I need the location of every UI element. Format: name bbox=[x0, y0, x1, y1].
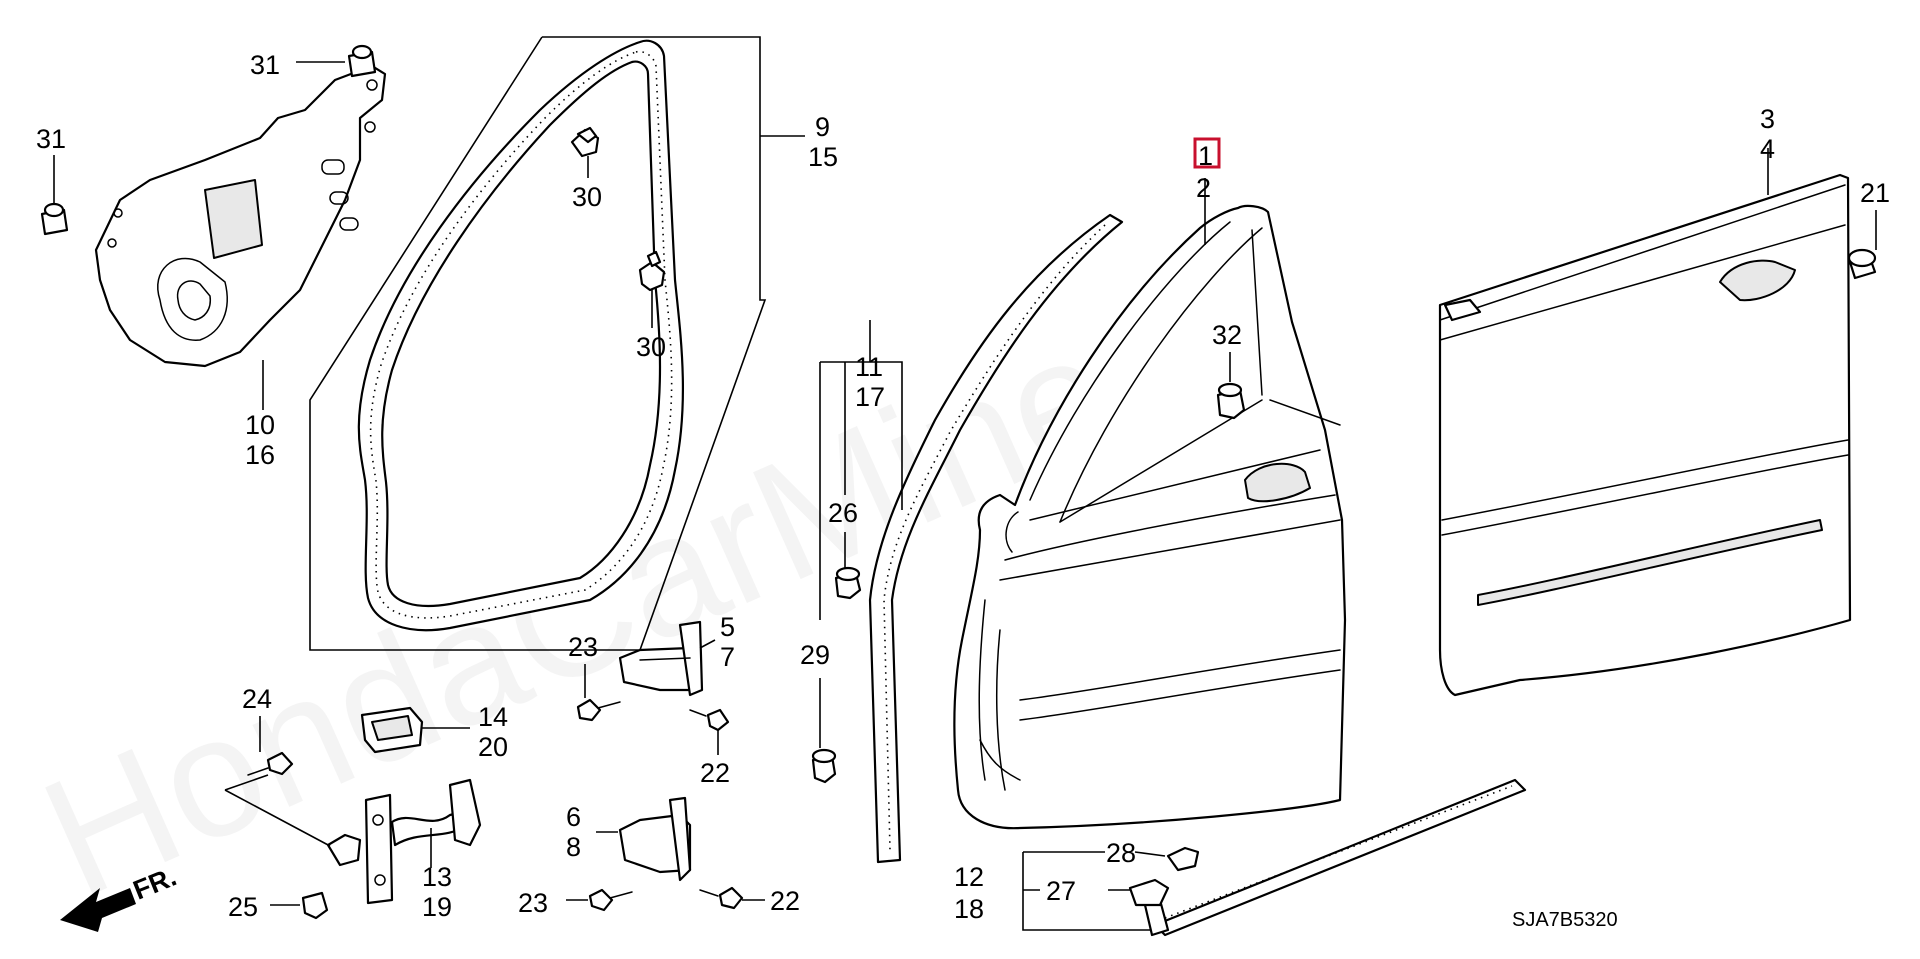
callout-26[interactable]: 26 bbox=[828, 498, 858, 528]
callout-24[interactable]: 24 bbox=[242, 684, 272, 714]
callout-29[interactable]: 29 bbox=[800, 640, 830, 670]
part-door-checker[interactable] bbox=[326, 778, 482, 905]
part-lower-hinge[interactable] bbox=[618, 796, 692, 882]
clip-29[interactable] bbox=[811, 748, 837, 784]
bolt-24[interactable] bbox=[247, 751, 294, 776]
callout-8[interactable]: 8 bbox=[566, 832, 581, 862]
callout-31-top[interactable]: 31 bbox=[250, 50, 280, 80]
callout-7[interactable]: 7 bbox=[720, 642, 735, 672]
callout-15[interactable]: 15 bbox=[808, 142, 838, 172]
clip-32[interactable] bbox=[1216, 382, 1246, 420]
callout-22-lower[interactable]: 22 bbox=[770, 886, 800, 916]
callout-30-lower[interactable]: 30 bbox=[636, 332, 666, 362]
callout-1[interactable]: 1 bbox=[1198, 141, 1213, 171]
clip-30-upper[interactable] bbox=[570, 126, 600, 158]
front-direction-arrow-icon bbox=[60, 888, 136, 932]
nut-31-left[interactable] bbox=[40, 202, 69, 236]
diagram-code: SJA7B5320 bbox=[1512, 909, 1618, 931]
callout-23-lower[interactable]: 23 bbox=[518, 888, 548, 918]
callout-16[interactable]: 16 bbox=[245, 440, 275, 470]
clip-27[interactable] bbox=[1128, 878, 1170, 907]
part-door-inner-panel[interactable] bbox=[953, 204, 1347, 830]
callout-31-left[interactable]: 31 bbox=[36, 124, 66, 154]
bolt-23-lower[interactable] bbox=[588, 888, 633, 912]
grommet-21[interactable] bbox=[1847, 248, 1877, 280]
part-door-stopper-bumper[interactable] bbox=[360, 706, 424, 754]
callout-20[interactable]: 20 bbox=[478, 732, 508, 762]
callout-10[interactable]: 10 bbox=[245, 410, 275, 440]
part-sill-weatherstrip[interactable] bbox=[1143, 778, 1527, 937]
callout-4[interactable]: 4 bbox=[1760, 134, 1775, 164]
callout-19[interactable]: 19 bbox=[422, 892, 452, 922]
part-door-run-channel[interactable] bbox=[868, 213, 1124, 864]
callout-6[interactable]: 6 bbox=[566, 802, 581, 832]
callout-labels: 31 31 10 16 30 30 9 15 11 17 26 29 1 2 3… bbox=[36, 50, 1890, 931]
bolt-22-upper[interactable] bbox=[689, 708, 730, 732]
callout-3[interactable]: 3 bbox=[1760, 104, 1775, 134]
callout-11[interactable]: 11 bbox=[855, 352, 883, 382]
callout-1-highlight bbox=[1193, 137, 1221, 169]
bolt-23-upper[interactable] bbox=[576, 698, 621, 722]
part-upper-hinge[interactable] bbox=[618, 620, 704, 697]
callout-5[interactable]: 5 bbox=[720, 612, 735, 642]
callout-13[interactable]: 13 bbox=[422, 862, 452, 892]
bolt-25[interactable] bbox=[301, 891, 329, 920]
callout-30-upper[interactable]: 30 bbox=[572, 182, 602, 212]
clip-28[interactable] bbox=[1166, 846, 1200, 872]
callout-21[interactable]: 21 bbox=[1860, 178, 1890, 208]
callout-17[interactable]: 17 bbox=[855, 382, 885, 412]
clip-30-lower[interactable] bbox=[638, 250, 666, 292]
callout-23-upper[interactable]: 23 bbox=[568, 632, 598, 662]
callout-12[interactable]: 12 bbox=[954, 862, 984, 892]
callout-32[interactable]: 32 bbox=[1212, 320, 1242, 350]
nut-31-top[interactable] bbox=[347, 44, 377, 78]
clip-26[interactable] bbox=[834, 566, 862, 600]
part-door-weatherstrip[interactable] bbox=[357, 39, 684, 632]
bolt-22-lower[interactable] bbox=[699, 886, 744, 910]
callout-27[interactable]: 27 bbox=[1046, 876, 1076, 906]
callout-25[interactable]: 25 bbox=[228, 892, 258, 922]
callout-14[interactable]: 14 bbox=[478, 702, 508, 732]
callout-28[interactable]: 28 bbox=[1106, 838, 1136, 868]
callout-2[interactable]: 2 bbox=[1196, 173, 1211, 203]
callout-22-upper[interactable]: 22 bbox=[700, 758, 730, 788]
part-door-insulation-sheet[interactable] bbox=[94, 64, 387, 368]
callout-18[interactable]: 18 bbox=[954, 894, 984, 924]
callout-9[interactable]: 9 bbox=[815, 112, 830, 142]
part-door-outer-skin[interactable] bbox=[1438, 173, 1852, 697]
